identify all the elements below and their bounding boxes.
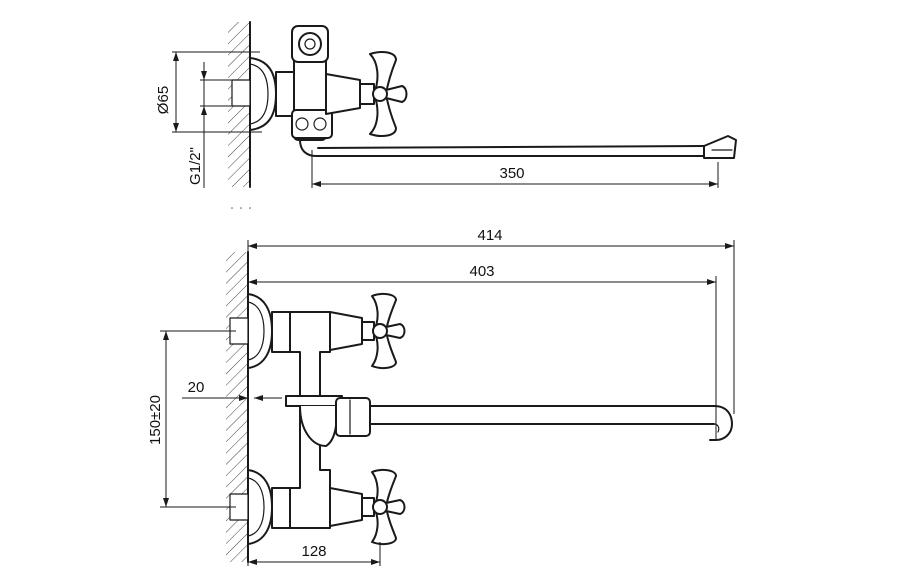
dim-g12: G1/2" [187,62,232,188]
cross-handle-top [369,51,408,137]
dim-403: 403 [248,263,717,440]
label-g12: G1/2" [187,147,204,185]
spout-front [369,405,733,441]
escutcheon-top [249,57,277,131]
bottom-view: 414 403 150±20 20 [147,227,735,566]
spout-top [299,135,737,159]
label-d65: Ø65 [155,86,172,114]
upper-valve [329,292,406,370]
dim-128: 128 [247,542,381,566]
label-128: 128 [301,543,326,560]
lower-valve [329,468,406,546]
cross-handle-lower [371,468,406,546]
dim-d65: Ø65 [155,51,262,133]
top-view: Ø65 G1/2" 350 [155,21,737,209]
dim-350: 350 [311,150,719,188]
label-20: 20 [188,379,205,396]
label-150: 150±20 [147,395,164,445]
cross-handle-upper [371,292,406,370]
connector-nut-top [275,71,295,117]
label-414: 414 [477,227,502,244]
dim-20: 20 [182,379,282,401]
lower-inlet [229,469,291,545]
diverter-housing [291,25,329,63]
spout-nut [335,397,371,437]
inlet-nipple-top [231,79,251,107]
label-350: 350 [499,165,524,182]
diverter-knob [298,32,322,56]
label-403: 403 [469,263,494,280]
aerator-top [703,135,737,159]
dim-414: 414 [247,227,735,414]
valve-bonnet-top [325,73,361,115]
dim-150: 150±20 [147,330,236,508]
spout-collar-plate [285,395,343,407]
